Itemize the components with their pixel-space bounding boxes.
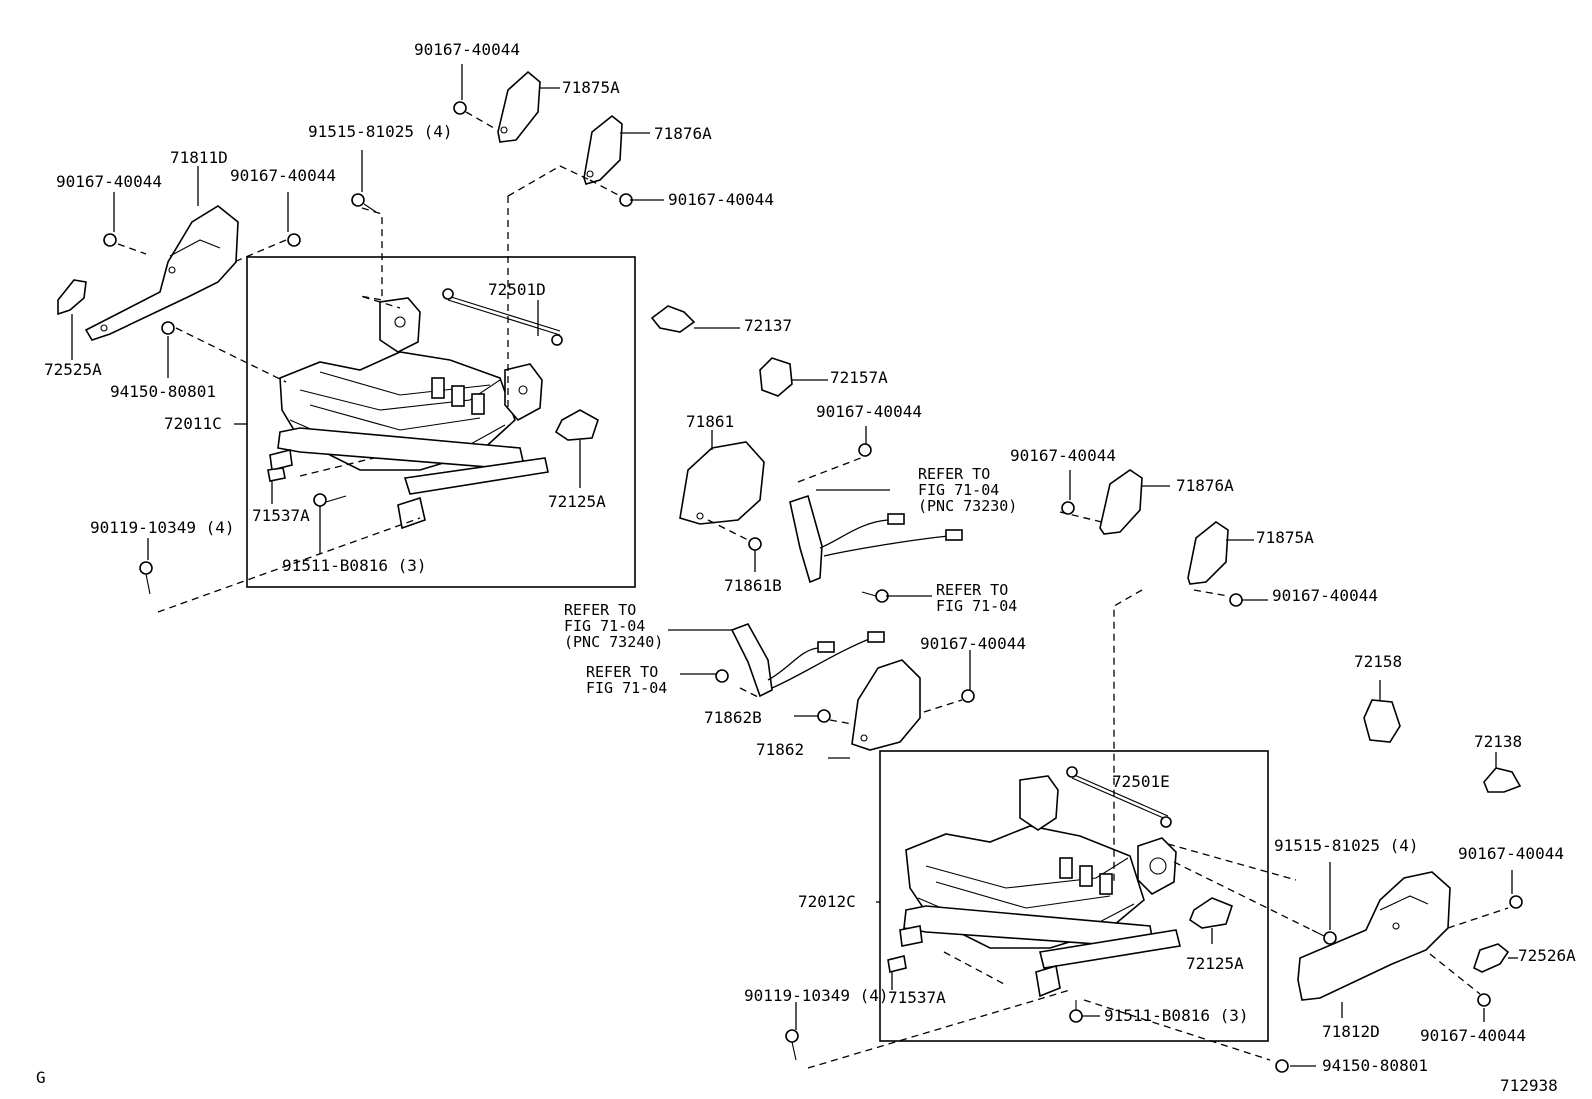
- label-72501E: 72501E: [1112, 772, 1170, 791]
- label-fig-71-04-2: FIG 71-04: [936, 597, 1018, 615]
- seat-adjuster-left: [269, 288, 563, 530]
- label-71875A-right: 71875A: [1256, 528, 1314, 547]
- clip-71862B: [817, 709, 831, 723]
- label-71811D: 71811D: [170, 148, 228, 167]
- label-94150-80801-right: 94150-80801: [1322, 1056, 1428, 1075]
- label-72012C: 72012C: [798, 892, 856, 911]
- label-90167-40044-mid-3: 90167-40044: [920, 634, 1026, 653]
- label-72157A: 72157A: [830, 368, 888, 387]
- label-90167-40044-right-1: 90167-40044: [1272, 586, 1378, 605]
- label-91511-B0816-left: 91511-B0816 (3): [282, 556, 427, 575]
- stopper-left: [267, 467, 286, 482]
- label-refer-to-3: REFER TO: [564, 601, 637, 619]
- label-90119-10349-right: 90119-10349 (4): [744, 986, 889, 1005]
- cover-71862: [851, 659, 921, 751]
- label-fig-71-04-3: FIG 71-04: [564, 617, 646, 635]
- label-94150-80801-left: 94150-80801: [110, 382, 216, 401]
- label-71812D: 71812D: [1322, 1022, 1380, 1041]
- label-fig-71-04-4: FIG 71-04: [586, 679, 668, 697]
- label-illustration-number: 712938: [1500, 1076, 1558, 1095]
- label-fig-71-04-1: FIG 71-04: [918, 481, 1000, 499]
- fasteners: [103, 101, 1523, 1073]
- clip-71861B: [748, 537, 762, 551]
- label-72137: 72137: [744, 316, 793, 335]
- label-71537A-right: 71537A: [888, 988, 946, 1007]
- outer-cover-right: [1297, 871, 1451, 1001]
- label-90167-40044-left-3: 90167-40044: [668, 190, 774, 209]
- label-pnc-73240: (PNC 73240): [564, 633, 664, 651]
- label-90167-40044-top: 90167-40044: [414, 40, 520, 59]
- label-72501D: 72501D: [488, 280, 546, 299]
- label-refer-to-2: REFER TO: [936, 581, 1009, 599]
- cover-71875A-top: [497, 70, 541, 143]
- cover-71876A-top: [583, 114, 623, 185]
- right-assembly-frame: [879, 750, 1269, 1042]
- clip-72137: [650, 305, 696, 333]
- clip-72158: [1363, 699, 1401, 743]
- outer-cover-left: [84, 205, 239, 341]
- label-71862B: 71862B: [704, 708, 762, 727]
- label-91511-B0816-right: 91511-B0816 (3): [1104, 1006, 1249, 1025]
- cover-71876A-right: [1099, 469, 1143, 535]
- label-72526A: 72526A: [1518, 946, 1576, 965]
- label-72125A-left: 72125A: [548, 492, 606, 511]
- label-refer-to-1: REFER TO: [918, 465, 991, 483]
- seat-adjuster-right: [899, 766, 1181, 998]
- label-72525A: 72525A: [44, 360, 102, 379]
- label-91515-81025-left: 91515-81025 (4): [308, 122, 453, 141]
- label-71862: 71862: [756, 740, 805, 759]
- label-90167-40044-mid-2: 90167-40044: [1010, 446, 1116, 465]
- clip-72138: [1483, 767, 1522, 793]
- dashed-lines: [117, 111, 1509, 1069]
- label-91515-81025-right: 91515-81025 (4): [1274, 836, 1419, 855]
- label-refer-to-4: REFER TO: [586, 663, 659, 681]
- leader-lines: [71, 64, 1518, 1067]
- label-90167-40044-right-2: 90167-40044: [1458, 844, 1564, 863]
- label-71875A-top: 71875A: [562, 78, 620, 97]
- seat-belt-buckle-upper: [789, 494, 963, 584]
- label-71861: 71861: [686, 412, 735, 431]
- cover-trim-left: [57, 279, 87, 316]
- harness-clip-left: [554, 409, 599, 441]
- label-90167-40044-left-1: 90167-40044: [56, 172, 162, 191]
- harness-clip-right: [1189, 897, 1233, 929]
- label-72138: 72138: [1474, 732, 1523, 751]
- label-90167-40044-left-2: 90167-40044: [230, 166, 336, 185]
- label-71876A-right: 71876A: [1176, 476, 1234, 495]
- label-71537A-left: 71537A: [252, 506, 310, 525]
- label-72158: 72158: [1354, 652, 1403, 671]
- label-72011C: 72011C: [164, 414, 222, 433]
- label-71861B: 71861B: [724, 576, 782, 595]
- label-pnc-73230: (PNC 73230): [918, 497, 1018, 515]
- left-assembly-frame: [246, 256, 636, 588]
- cover-71875A-right: [1187, 521, 1229, 585]
- cover-trim-right: [1473, 943, 1510, 973]
- label-90119-10349-left: 90119-10349 (4): [90, 518, 235, 537]
- label-71876A-top: 71876A: [654, 124, 712, 143]
- cover-71861: [679, 441, 765, 525]
- seat-belt-buckle-lower: [730, 623, 885, 698]
- label-72125A-right: 72125A: [1186, 954, 1244, 973]
- stopper-right: [887, 955, 907, 973]
- clip-72157A: [759, 357, 793, 397]
- label-90167-40044-mid-1: 90167-40044: [816, 402, 922, 421]
- label-corner-g: G: [36, 1068, 46, 1087]
- label-90167-40044-right-3: 90167-40044: [1420, 1026, 1526, 1045]
